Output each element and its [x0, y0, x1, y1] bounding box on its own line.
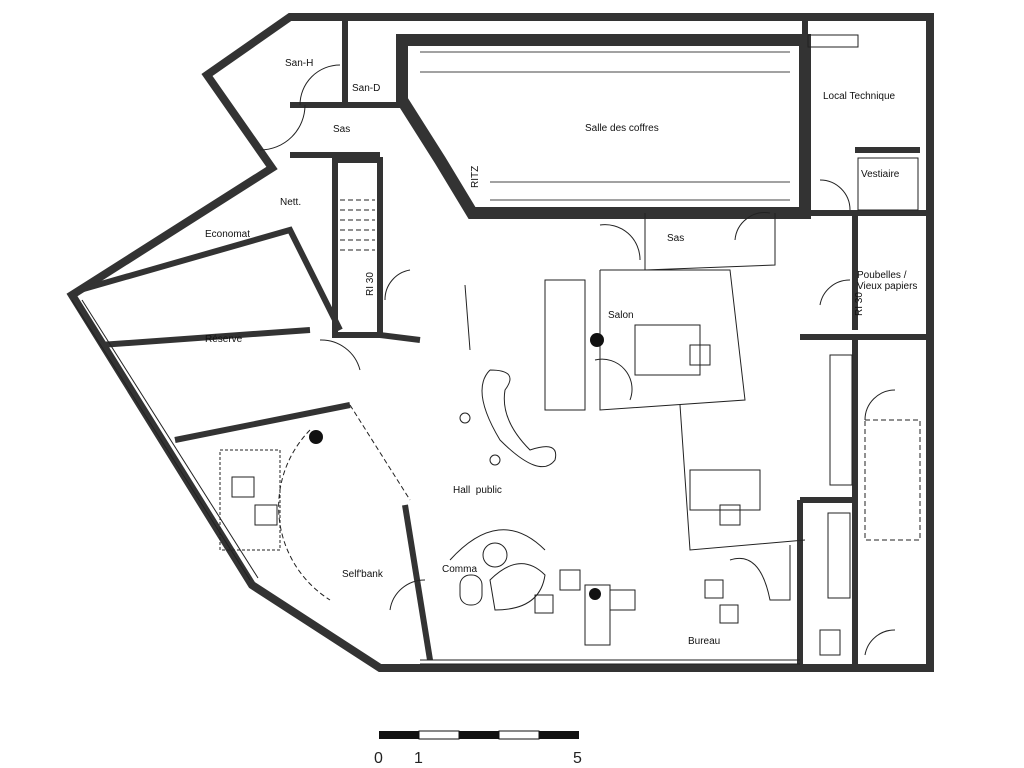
furniture — [219, 279, 853, 656]
label-sas-top: Sas — [333, 124, 350, 135]
columns — [309, 333, 604, 600]
label-hall-public: Hall public — [453, 485, 502, 496]
doors — [259, 64, 896, 656]
label-reserve: Réserve — [205, 334, 243, 345]
label-poubelles-2: Vieux papiers — [857, 281, 917, 292]
room-labels: San-H San-D Sas Salle des coffres Local … — [205, 58, 917, 647]
label-fire-rating-1: RI 30 — [365, 272, 376, 296]
label-self-bank: Self'bank — [342, 569, 384, 580]
label-ritz: RITZ — [470, 166, 481, 188]
windows — [71, 34, 919, 665]
label-bureau: Bureau — [688, 636, 720, 647]
label-san-h: San-H — [285, 58, 313, 69]
label-nett: Nett. — [280, 197, 301, 208]
label-vestiaire: Vestiaire — [861, 169, 900, 180]
label-local-technique: Local Technique — [823, 91, 896, 102]
label-sas-mid: Sas — [667, 233, 684, 244]
label-salle-des-coffres: Salle des coffres — [585, 123, 659, 134]
label-san-d: San-D — [352, 83, 380, 94]
scale-bar: 0 1 5 — [374, 730, 582, 767]
label-poubelles-1: Poubelles / — [857, 270, 907, 281]
label-economat: Economat — [205, 229, 250, 240]
interior-walls — [79, 15, 930, 668]
scale-label-5: 5 — [573, 750, 582, 767]
exterior-walls — [66, 13, 934, 672]
stairs — [340, 199, 921, 541]
scale-label-0: 0 — [374, 750, 383, 767]
scale-label-1: 1 — [414, 750, 423, 767]
label-fire-rating-2: RI 30 — [854, 292, 865, 316]
label-salon: Salon — [608, 310, 634, 321]
label-comma: Comma — [442, 564, 477, 575]
